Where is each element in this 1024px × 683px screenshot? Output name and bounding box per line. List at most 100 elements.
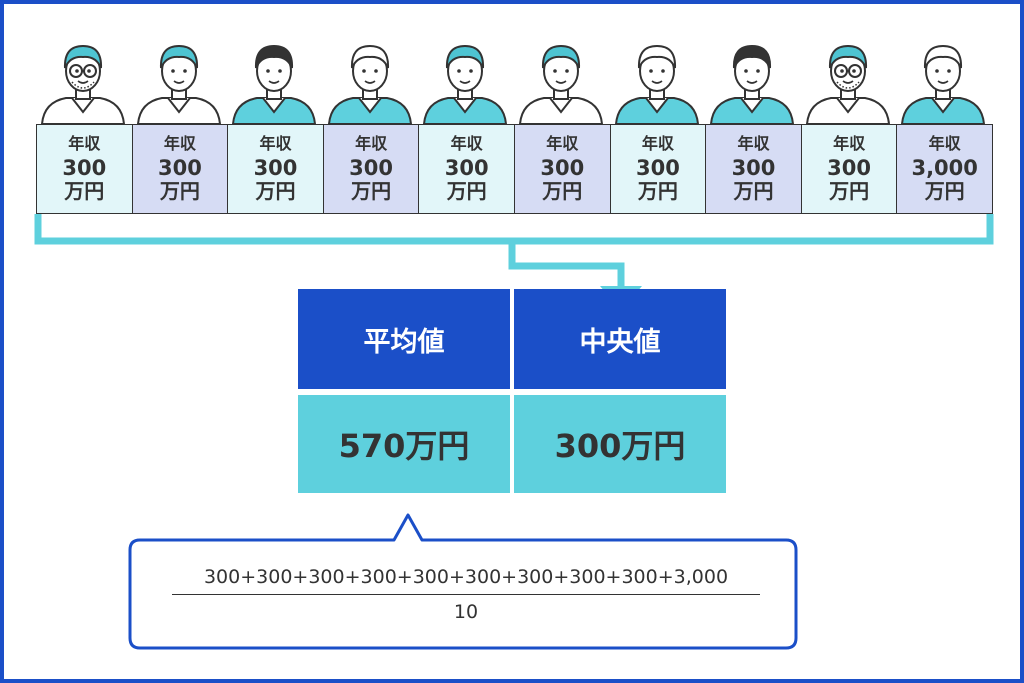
collar — [740, 97, 764, 114]
collar — [166, 97, 191, 114]
hair — [733, 44, 772, 69]
mouth — [268, 80, 280, 84]
income-card-unit: 万円 — [351, 178, 392, 203]
income-card-amount: 300 — [349, 155, 394, 180]
income-card-label: 年収 — [163, 134, 196, 154]
person-10-illustration — [896, 38, 990, 125]
collar — [836, 97, 860, 114]
eye-left — [457, 69, 462, 73]
mouth — [77, 80, 89, 84]
fraction-line — [172, 594, 760, 595]
income-card-unit: 万円 — [542, 178, 583, 203]
person-8-illustration — [705, 38, 799, 125]
eye-left — [935, 69, 940, 73]
income-card-unit: 万円 — [446, 178, 487, 203]
median-header: 中央値 — [514, 289, 726, 389]
eye-left — [553, 69, 557, 73]
formula-denominator: 10 — [453, 601, 479, 623]
eye-right — [182, 69, 187, 73]
eye-right — [756, 69, 760, 73]
eye-right — [660, 69, 665, 73]
collar — [549, 97, 573, 114]
mouth — [173, 80, 185, 84]
eye-right — [947, 69, 952, 73]
income-card-unit: 万円 — [159, 178, 200, 203]
income-card-amount: 300 — [157, 155, 202, 180]
income-card-label: 年収 — [546, 134, 579, 154]
income-card-label: 年収 — [928, 134, 961, 154]
collar — [644, 97, 669, 114]
eye-left — [744, 69, 748, 73]
mouth — [746, 80, 758, 84]
hair — [255, 44, 294, 69]
hair — [637, 44, 676, 69]
eye-left — [266, 69, 270, 73]
eye-left — [361, 69, 366, 73]
collar — [931, 97, 956, 114]
income-card-unit: 万円 — [637, 178, 678, 203]
income-card-unit: 万円 — [64, 178, 105, 203]
group-bracket — [34, 214, 994, 245]
income-card-amount: 300 — [62, 155, 107, 180]
eye-left — [75, 69, 79, 73]
eye-right — [851, 69, 856, 73]
eye-left — [839, 69, 844, 73]
person-6-illustration — [514, 38, 608, 125]
eye-right — [469, 69, 474, 73]
arrow-shaft — [508, 241, 625, 289]
income-card-unit: 万円 — [829, 178, 870, 203]
collar — [453, 97, 478, 114]
hair — [350, 44, 389, 69]
hair — [541, 44, 581, 69]
income-card-amount: 300 — [731, 155, 776, 180]
formula-fraction: 300+300+300+300+300+300+300+300+300+3,00… — [172, 566, 760, 623]
hair — [446, 44, 485, 69]
income-card-amount: 300 — [253, 155, 298, 180]
hair — [63, 44, 103, 69]
person-4-illustration — [323, 38, 417, 125]
eye-right — [87, 69, 91, 73]
average-header: 平均値 — [298, 289, 510, 389]
eye-right — [565, 69, 569, 73]
eye-left — [170, 69, 175, 73]
person-1-illustration — [36, 38, 130, 125]
median-value: 300万円 — [514, 395, 726, 493]
mouth — [842, 80, 854, 84]
income-card-amount: 300 — [635, 155, 680, 180]
formula-numerator: 300+300+300+300+300+300+300+300+300+3,00… — [203, 566, 729, 588]
collar — [71, 97, 95, 114]
eye-right — [278, 69, 282, 73]
average-value: 570万円 — [298, 395, 510, 493]
person-5-illustration — [418, 38, 512, 125]
eye-left — [648, 69, 653, 73]
income-card-unit: 万円 — [255, 178, 296, 203]
income-card-label: 年収 — [833, 134, 866, 154]
income-card-label: 年収 — [355, 134, 388, 154]
collar — [262, 97, 286, 114]
income-card-unit: 万円 — [924, 178, 965, 203]
hair — [159, 44, 198, 69]
collar — [358, 97, 382, 114]
mouth — [459, 80, 471, 84]
hair — [828, 44, 867, 69]
income-card-amount: 300 — [540, 155, 585, 180]
hair — [924, 44, 963, 69]
income-card-label: 年収 — [737, 134, 770, 154]
eye-right — [373, 69, 378, 73]
person-2-illustration — [132, 38, 226, 125]
mouth — [555, 80, 567, 84]
income-card-label: 年収 — [641, 134, 674, 154]
income-card-label: 年収 — [68, 134, 101, 154]
person-9-illustration — [801, 38, 895, 125]
income-card-label: 年収 — [259, 134, 292, 154]
